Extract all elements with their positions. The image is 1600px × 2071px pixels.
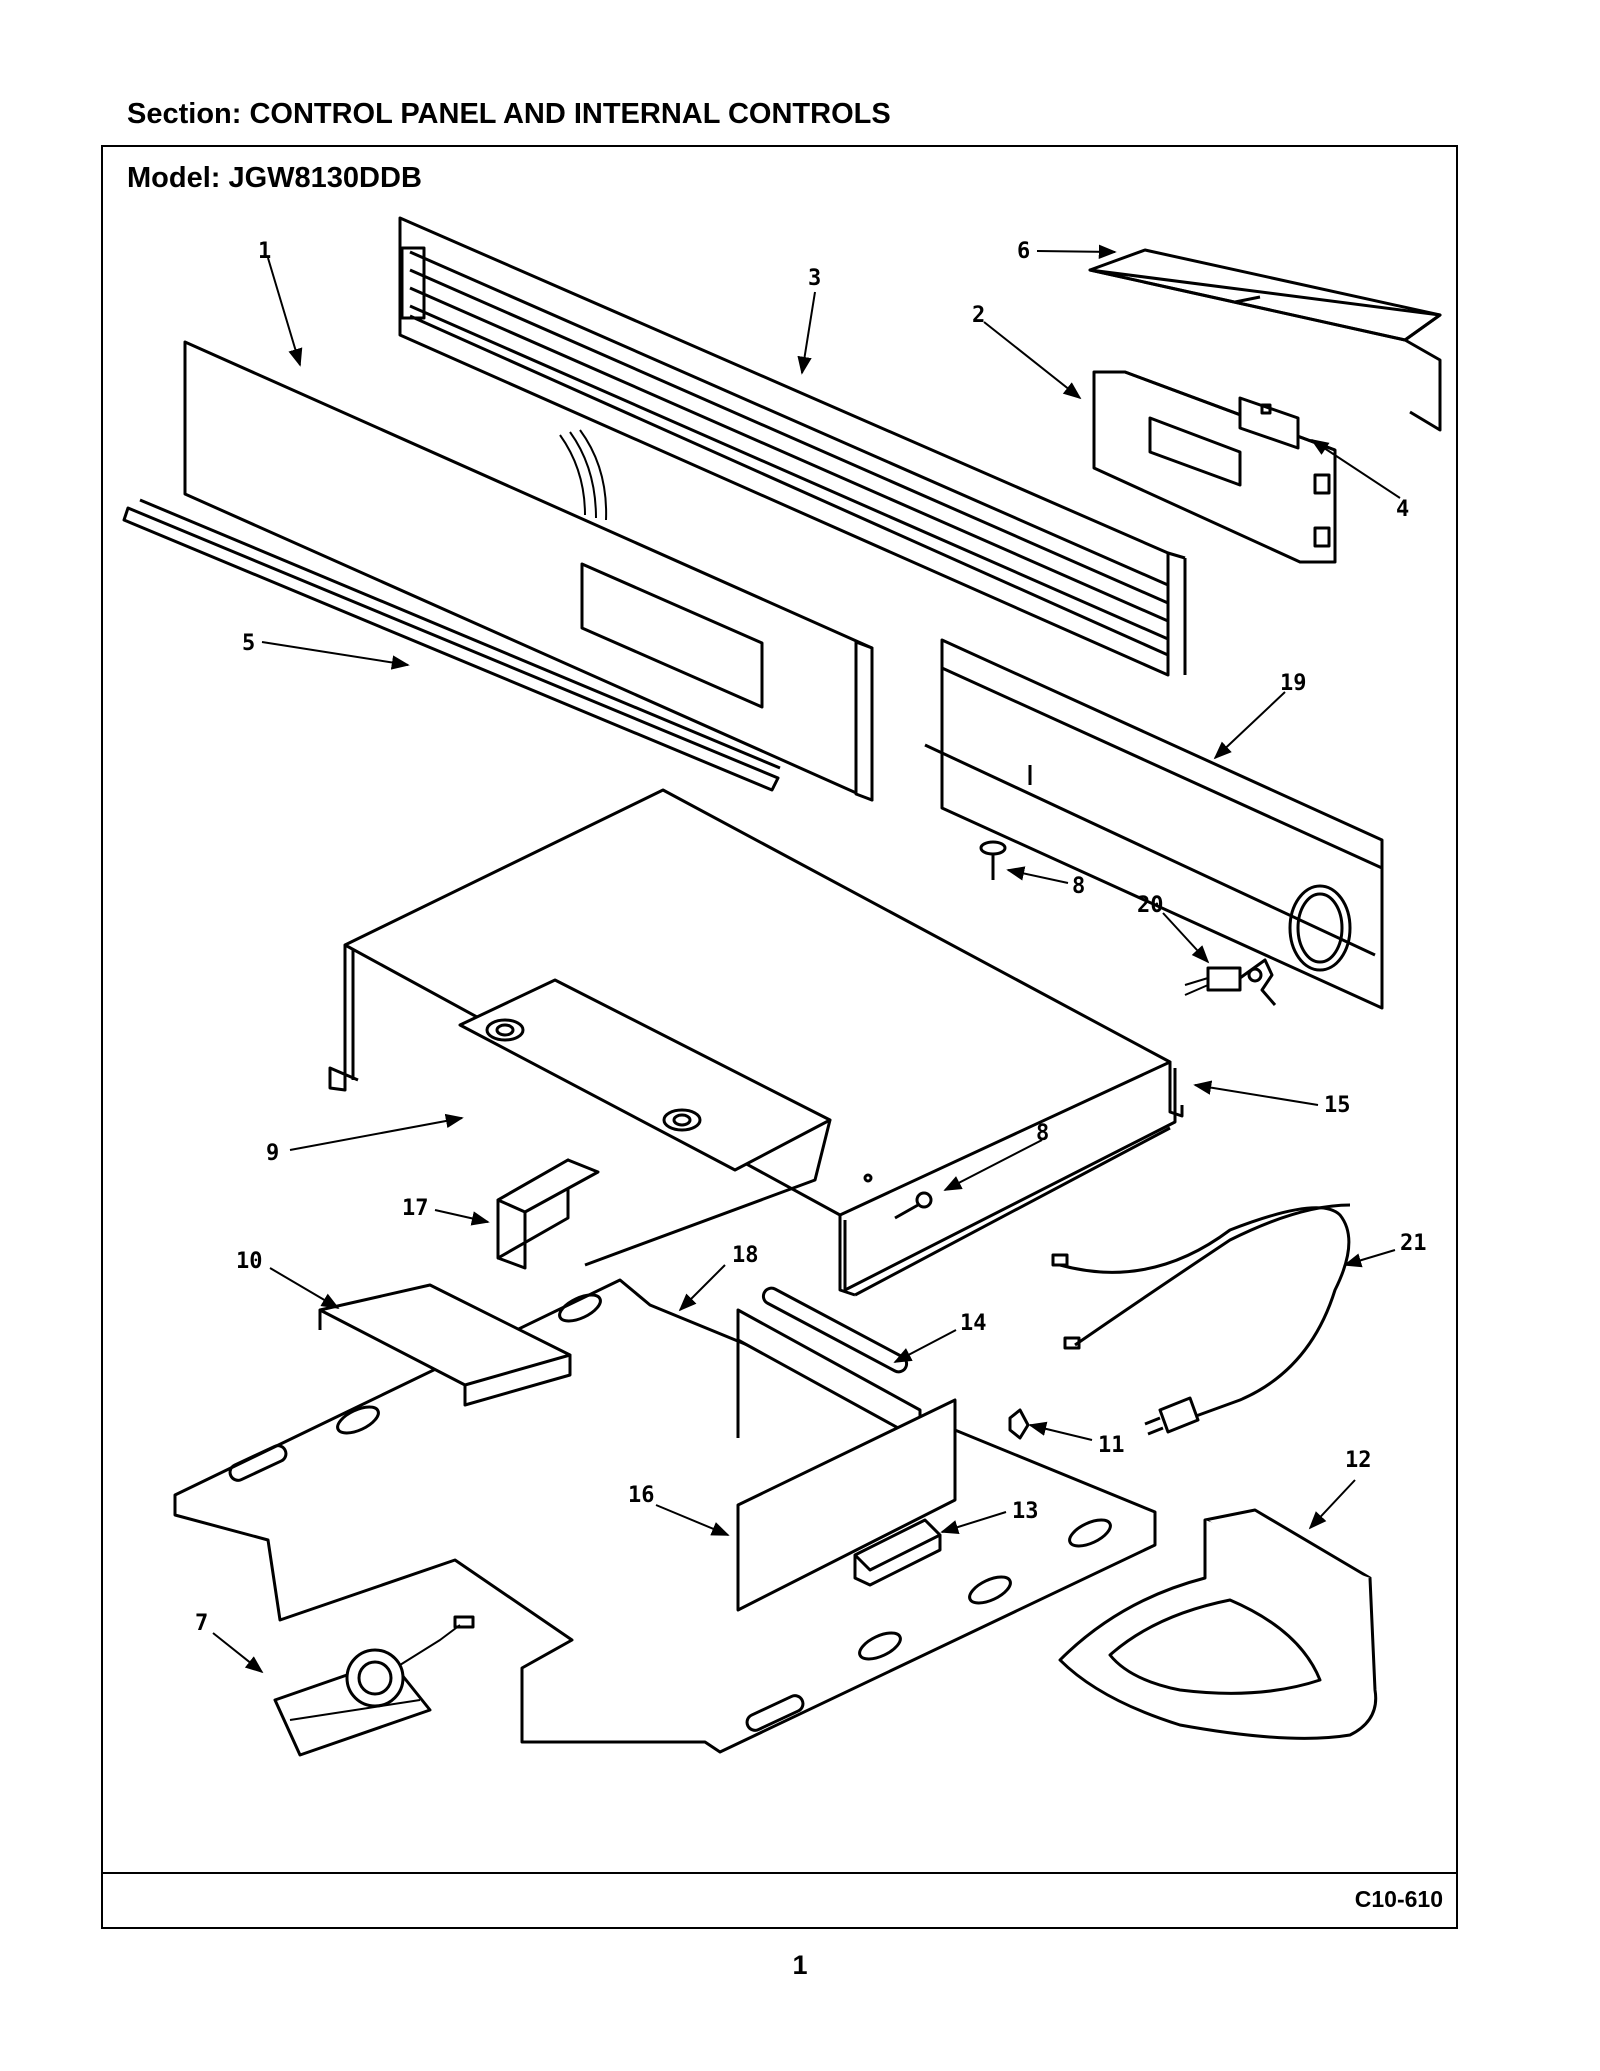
- part-rear-bracket: [924, 638, 1384, 1010]
- part-control-housing: [328, 788, 1184, 1297]
- callout-13: 13: [1012, 1499, 1039, 1524]
- callout-18: 18: [732, 1243, 759, 1268]
- part-trim-strip: [122, 498, 781, 792]
- model-title: Model: JGW8130DDB: [127, 162, 422, 194]
- leader-lines: [212, 244, 1401, 1674]
- callout-14: 14: [960, 1311, 987, 1336]
- footer-divider: [101, 1872, 1458, 1874]
- page-number: 1: [792, 1950, 808, 1980]
- callout-8-upper: 8: [1072, 874, 1085, 899]
- callout-7: 7: [195, 1611, 208, 1636]
- part-terminal-block: [853, 1518, 942, 1587]
- callout-9: 9: [266, 1141, 279, 1166]
- callout-21: 21: [1400, 1231, 1427, 1256]
- part-screw-upper: [979, 840, 1007, 880]
- callout-4: 4: [1396, 497, 1409, 522]
- callout-17: 17: [402, 1196, 429, 1221]
- callout-1: 1: [258, 239, 271, 264]
- callout-10: 10: [236, 1249, 263, 1274]
- callout-12: 12: [1345, 1448, 1372, 1473]
- callout-19: 19: [1280, 671, 1307, 696]
- callout-8-lower: 8: [1036, 1121, 1049, 1146]
- part-heat-shield: [458, 978, 832, 1267]
- callout-16: 16: [628, 1483, 655, 1508]
- part-terminal-bracket: [736, 1286, 957, 1612]
- part-cover-plate: [318, 1283, 572, 1407]
- callout-11: 11: [1098, 1433, 1125, 1458]
- drawing-code: C10-610: [1354, 1886, 1443, 1912]
- part-base-plate: [173, 1278, 1157, 1754]
- callout-3: 3: [808, 266, 821, 291]
- part-back-panel-louvered: [398, 216, 1187, 677]
- part-power-cord: [1051, 1203, 1351, 1436]
- callout-2: 2: [972, 303, 985, 328]
- callout-labels: 1 2 3 4 5 6 7 8 8 9 10 11 12 13 14 15 16…: [195, 239, 1427, 1636]
- section-title: Section: CONTROL PANEL AND INTERNAL CONT…: [127, 98, 891, 130]
- part-screw-lower: [894, 1191, 933, 1220]
- callout-15: 15: [1324, 1093, 1351, 1118]
- part-electronic-control: [1092, 370, 1337, 564]
- diagram-frame: [101, 145, 1458, 1929]
- part-grommet: [1008, 1408, 1030, 1440]
- part-timer-switch: [273, 1615, 475, 1757]
- part-top-cover: [1088, 248, 1442, 432]
- part-fan-motor: [1184, 958, 1277, 1006]
- part-tray: [1058, 1508, 1378, 1740]
- part-duct: [496, 1158, 600, 1270]
- callout-5: 5: [242, 631, 255, 656]
- callout-20: 20: [1137, 893, 1164, 918]
- callout-6: 6: [1017, 239, 1030, 264]
- part-clip: [1238, 396, 1300, 450]
- part-front-control-panel: [183, 340, 874, 802]
